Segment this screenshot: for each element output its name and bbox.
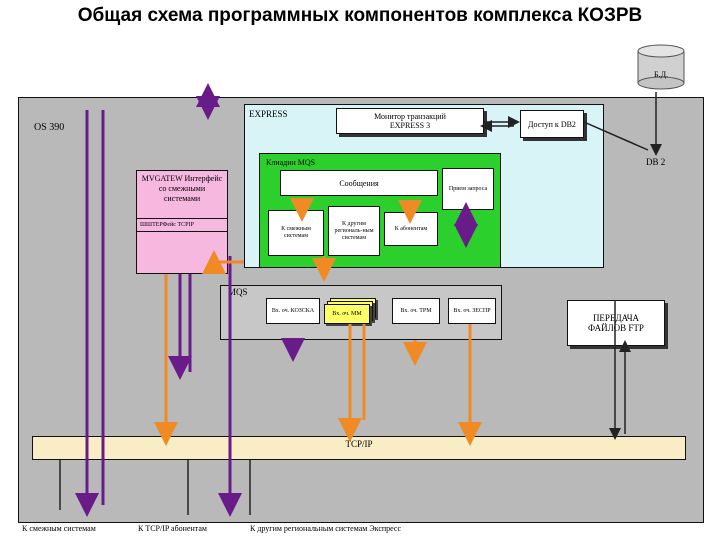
- queue-tpm-box: Вх. оч. ТРМ: [392, 298, 440, 324]
- ftp-box: ПЕРЕДАЧА ФАЙЛОВ FTP: [567, 300, 665, 346]
- mqs-label: MQS: [228, 287, 248, 297]
- bottom-adjacent-label: К смежным системам: [22, 524, 96, 533]
- db2-label: DB 2: [646, 157, 666, 167]
- database-cylinder-icon: [636, 44, 686, 90]
- tcpip-label: TCP/IP: [345, 439, 373, 449]
- express-label: EXPRESS: [249, 109, 288, 119]
- queue-mm-box: Вх. оч. ММ: [324, 304, 370, 324]
- tcpip-gateway-box: ШШТЕРФейс TCPIP: [136, 218, 228, 232]
- queue-zesp-box: Вх. оч. ЗЕСПР: [448, 298, 496, 324]
- os390-label: OS 390: [34, 122, 65, 133]
- bottom-regional-label: К другим региональным системам Экспресс: [250, 524, 402, 533]
- access-db2-box: Доступ к DB2: [520, 110, 584, 138]
- mvgateway-label: MVGATEW Интерфейс со смежными системами: [141, 174, 223, 203]
- queue-kozrv-box: Вх. оч. КОЗСКА: [266, 298, 320, 324]
- mqseries-label: Клиадин MQS: [266, 158, 316, 167]
- monitor-box: Монитор транзакций EXPRESS 3: [336, 108, 484, 134]
- messages-box: Сообщения: [280, 170, 438, 196]
- bottom-subscribers-label: К TCP/IP абонентам: [138, 524, 207, 533]
- k-other-box: К другим региональ-ным системам: [328, 206, 380, 256]
- page-title: Общая схема программных компонентов комп…: [77, 5, 643, 26]
- bd-label: Б.Д.: [653, 70, 669, 79]
